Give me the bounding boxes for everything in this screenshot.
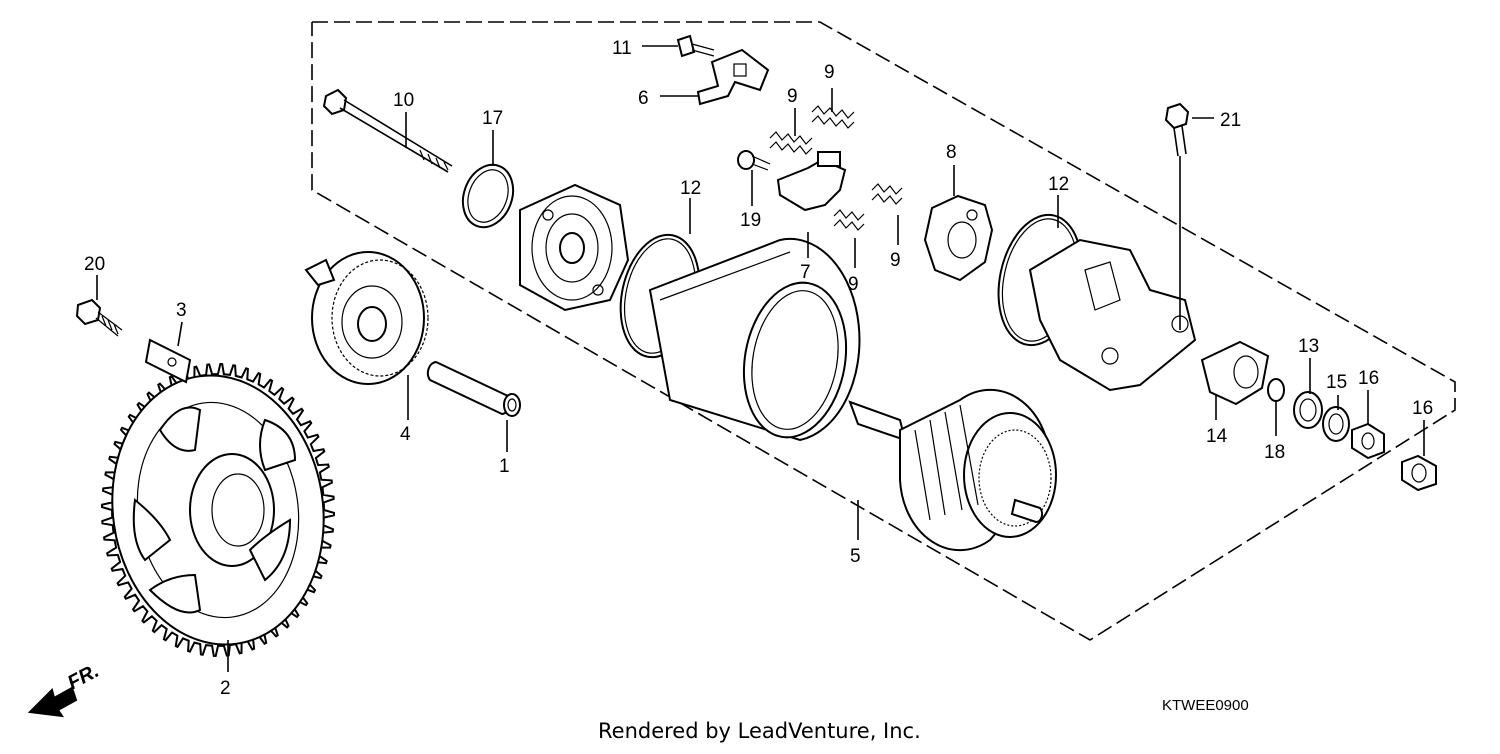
callout-19[interactable]: 19 xyxy=(740,210,761,231)
callout-17[interactable]: 17 xyxy=(482,108,503,129)
part-16-nut-b[interactable] xyxy=(1401,454,1437,492)
part-9-spring-b[interactable] xyxy=(769,131,813,155)
part-2-driven-gear[interactable] xyxy=(95,362,341,659)
callout-15[interactable]: 15 xyxy=(1326,372,1347,393)
callout-12a[interactable]: 12 xyxy=(680,178,701,199)
callout-9b[interactable]: 9 xyxy=(787,86,798,107)
callout-3[interactable]: 3 xyxy=(176,300,187,321)
callout-20[interactable]: 20 xyxy=(84,254,105,275)
callout-1[interactable]: 1 xyxy=(499,456,510,477)
part-16-nut-a[interactable] xyxy=(1351,422,1385,460)
part-10-through-bolt[interactable] xyxy=(322,88,453,173)
diagram-code: KTWEE0900 xyxy=(1162,697,1249,714)
part-14-collar[interactable] xyxy=(1200,340,1270,406)
credit-text: Rendered by LeadVenture, Inc. xyxy=(598,719,921,743)
callout-8[interactable]: 8 xyxy=(946,142,957,163)
part-4-reduction-gear[interactable] xyxy=(304,251,429,385)
part-17-o-ring[interactable] xyxy=(455,158,522,235)
part-8-insulator[interactable] xyxy=(923,194,994,282)
callout-6[interactable]: 6 xyxy=(638,88,649,109)
callout-13[interactable]: 13 xyxy=(1298,336,1319,357)
callout-5[interactable]: 5 xyxy=(850,546,861,567)
part-13-seal[interactable] xyxy=(1293,391,1323,429)
part-1-shaft[interactable] xyxy=(426,360,521,417)
callout-14[interactable]: 14 xyxy=(1206,426,1228,447)
part-20-bolt[interactable] xyxy=(75,298,123,337)
part-9-spring-c[interactable] xyxy=(871,183,903,205)
callout-2[interactable]: 2 xyxy=(220,678,231,699)
part-3-lock-plate[interactable] xyxy=(144,338,192,384)
motor-yoke[interactable] xyxy=(648,237,861,446)
callout-4[interactable]: 4 xyxy=(400,424,411,445)
part-18-washer[interactable] xyxy=(1267,378,1285,402)
part-19-screw[interactable] xyxy=(737,150,771,171)
callout-labels: 1 2 3 4 5 6 7 8 9 9 9 9 10 11 12 12 13 1… xyxy=(84,38,1433,699)
part-15-washer[interactable] xyxy=(1322,406,1350,442)
part-9-spring-d[interactable] xyxy=(833,209,865,231)
part-21-bolt[interactable] xyxy=(1164,102,1190,330)
part-5-armature[interactable] xyxy=(848,388,1057,552)
callout-10[interactable]: 10 xyxy=(393,90,414,111)
part-9-spring-a[interactable] xyxy=(811,105,855,129)
callout-16b[interactable]: 16 xyxy=(1412,398,1433,419)
callout-9c[interactable]: 9 xyxy=(890,250,901,271)
rear-cover[interactable] xyxy=(1028,238,1197,392)
callout-7[interactable]: 7 xyxy=(800,262,811,283)
front-direction-arrow: FR. xyxy=(27,660,103,718)
callout-9a[interactable]: 9 xyxy=(824,62,835,83)
leader-lines xyxy=(96,45,1425,672)
part-11-screw[interactable] xyxy=(676,34,715,58)
front-cover[interactable] xyxy=(519,183,630,312)
callout-16a[interactable]: 16 xyxy=(1358,368,1379,389)
part-7-brush-holder[interactable] xyxy=(776,151,847,212)
assembly-boundary xyxy=(311,21,1456,641)
callout-21[interactable]: 21 xyxy=(1220,110,1241,131)
callout-9d[interactable]: 9 xyxy=(848,274,859,295)
callout-18[interactable]: 18 xyxy=(1264,442,1285,463)
callout-11[interactable]: 11 xyxy=(612,38,632,59)
callout-12b[interactable]: 12 xyxy=(1048,174,1069,195)
part-6-brush-terminal[interactable] xyxy=(696,48,770,106)
